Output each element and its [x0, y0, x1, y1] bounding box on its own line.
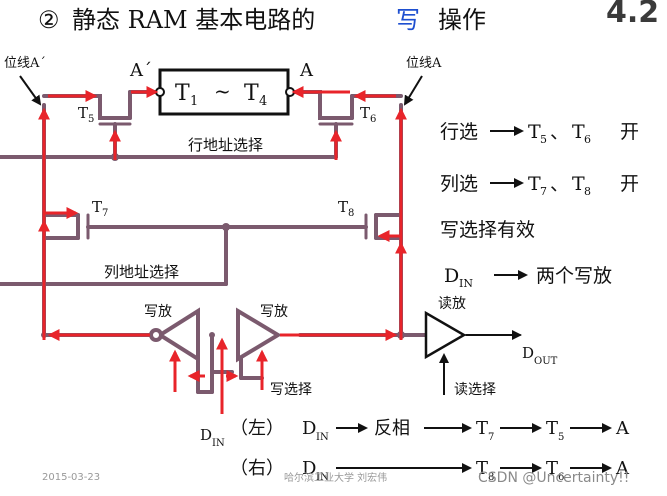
label-dout: D [522, 344, 534, 362]
path-right-end: A [615, 458, 630, 479]
footer-school: 哈尔滨工业大学 刘宏伟 [284, 471, 387, 484]
page-title: 静态 RAM 基本电路的 [72, 6, 315, 34]
label-din: D [200, 426, 212, 444]
label-t6: T [360, 104, 370, 122]
label-write-select: 写选择 [270, 382, 312, 398]
label-din-sub: IN [212, 438, 225, 449]
label-t8: T [338, 198, 348, 216]
label-t5-sub: 5 [88, 114, 94, 125]
label-node-a-bar: A´ [129, 60, 152, 81]
note-row-sep: 、 [550, 121, 569, 143]
flipflop-t1: T [175, 81, 190, 106]
note-row-t6: T [572, 121, 585, 143]
path-left-t7: T [476, 418, 488, 439]
read-amp [424, 310, 467, 360]
note-row-tail: 开 [620, 121, 639, 143]
label-t5: T [78, 104, 88, 122]
section-number: 4.2 [606, 0, 659, 30]
footer-date: 2015-03-23 [42, 472, 100, 483]
path-left-din: D [302, 418, 316, 439]
path-right-t6: T [546, 458, 558, 479]
path-left-step: 反相 [374, 418, 410, 439]
flipflop-tilde: ~ [214, 79, 231, 103]
note-row-t6-sub: 6 [584, 133, 591, 146]
label-dout-sub: OUT [534, 356, 558, 367]
flipflop-t4: T [244, 81, 259, 106]
note-row-t5-sub: 5 [540, 133, 547, 146]
note-col-t7: T [528, 173, 541, 195]
note-col-t8-sub: 8 [584, 185, 591, 198]
flipflop-t1-sub: 1 [190, 94, 198, 109]
title-suffix: 操作 [438, 6, 486, 34]
node-a-bar-dot [155, 87, 165, 97]
path-right-t8-sub: 8 [488, 472, 494, 483]
path-right-din: D [302, 458, 316, 479]
label-t8-sub: 8 [348, 208, 354, 219]
path-left-end: A [615, 418, 630, 439]
note-write-select: 写选择有效 [440, 219, 535, 241]
label-read-amp: 读放 [438, 295, 466, 312]
note-col-sep: 、 [550, 173, 569, 195]
label-row-select: 行地址选择 [188, 136, 263, 154]
write-amp-left-bubble [149, 328, 163, 342]
path-left-din-sub: IN [316, 432, 329, 443]
write-amp-right [236, 307, 282, 363]
label-write-amp-right: 写放 [260, 304, 288, 320]
note-col-label: 列选 [440, 173, 478, 195]
note-din: D [444, 265, 459, 287]
path-right-t6-sub: 6 [558, 472, 564, 483]
path-left-t5-sub: 5 [558, 432, 564, 443]
notes: 行选 T 5 、 T 6 开 列选 T 7 、 T 8 开 写选择有效 D IN… [440, 121, 639, 290]
label-bitline-a-bar: 位线A´ [4, 56, 46, 71]
footer-watermark: CSDN @Uncertainty!! [478, 470, 629, 486]
note-din-sub: IN [459, 277, 473, 290]
junctions [41, 153, 405, 339]
title-prefix: ② [38, 6, 60, 34]
label-bitline-a: 位线A [406, 56, 442, 71]
label-read-select: 读选择 [454, 381, 496, 398]
label-t7: T [92, 198, 102, 216]
write-flow-arrows [38, 86, 407, 414]
write-amps [149, 307, 282, 363]
label-node-a: A [299, 60, 314, 81]
path-right-prefix: （右） [230, 458, 284, 479]
t6-lead [288, 90, 354, 120]
write-paths: （左） D IN 反相 T 7 T 5 A （右） D IN T 8 T 6 A [230, 418, 630, 483]
node-a-dot [285, 87, 295, 97]
label-t7-sub: 7 [102, 208, 108, 219]
path-right-din-sub: IN [316, 472, 329, 483]
flipflop-t4-sub: 4 [259, 94, 267, 109]
path-left-prefix: （左） [230, 418, 284, 439]
note-row-t5: T [528, 121, 541, 143]
path-left-t7-sub: 7 [488, 432, 494, 443]
label-t6-sub: 6 [370, 114, 376, 125]
note-row-label: 行选 [440, 121, 478, 143]
note-col-t8: T [572, 173, 585, 195]
note-din-tail: 两个写放 [536, 265, 612, 287]
write-amp-left [156, 307, 200, 363]
label-write-amp-left: 写放 [144, 304, 172, 320]
title-highlight: 写 [396, 6, 420, 34]
note-col-tail: 开 [620, 173, 639, 195]
note-col-t7-sub: 7 [540, 185, 547, 198]
path-right-t8: T [476, 458, 488, 479]
path-left-t5: T [546, 418, 558, 439]
label-col-select: 列地址选择 [104, 263, 179, 281]
